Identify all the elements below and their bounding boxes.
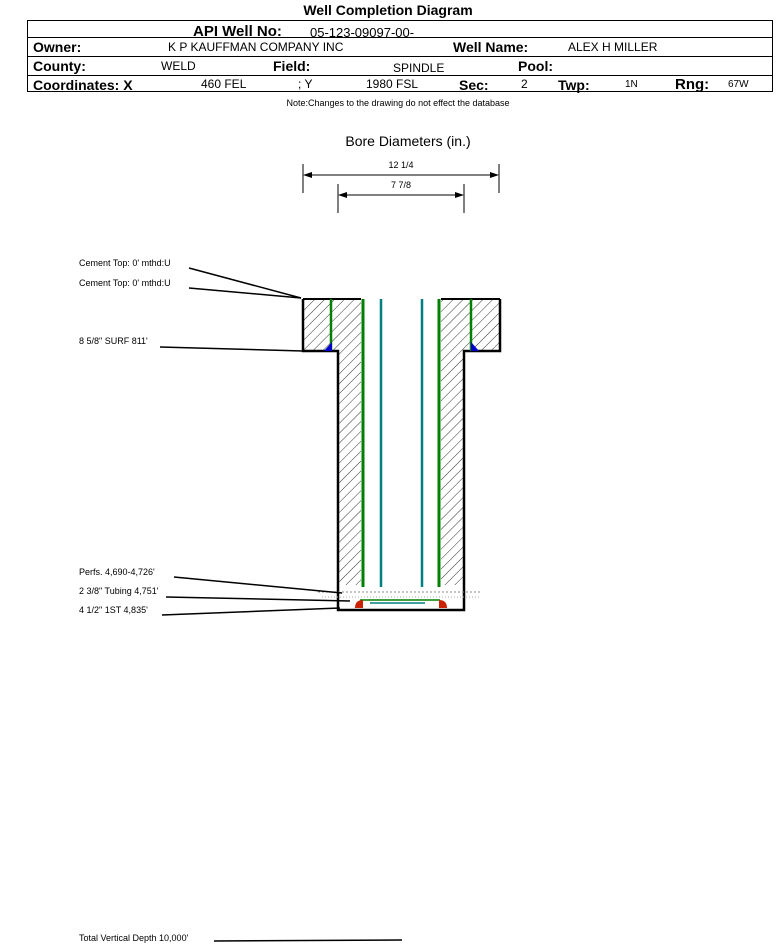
surface-casing-label: 8 5/8" SURF 811' [79,336,148,346]
sec-value: 2 [521,77,528,91]
leader-line [188,267,302,299]
outer-bore-label: 12 1/4 [388,160,413,170]
sec-label: Sec: [459,77,489,93]
coord-y-value: 1980 FSL [366,77,419,91]
pool-label: Pool: [518,58,553,74]
production-shoe-left [355,600,363,608]
cement-left [303,299,361,585]
coordinates-label: Coordinates: X [33,77,133,93]
perforation-zone [318,591,482,604]
coord-x-value: 460 FEL [201,77,247,91]
inner-bore-label: 7 7/8 [391,180,411,190]
outer-bore-dimension [302,164,500,193]
leader-line [161,607,341,616]
cement-top-label-1: Cement Top: 0' mthd:U [79,258,171,268]
field-value: SPINDLE [393,61,445,75]
inner-bore-dimension [337,184,465,213]
well-name-label: Well Name: [453,39,529,55]
database-note: Note:Changes to the drawing do not effec… [286,98,510,108]
header-divider [28,56,772,57]
api-value: 05-123-09097-00- [310,25,415,40]
owner-value: K P KAUFFMAN COMPANY INC [168,40,344,54]
production-shoe-right [439,600,447,608]
well-name-value: ALEX H MILLER [568,40,658,54]
leader-line [165,596,351,602]
tubing-label: 2 3/8" Tubing 4,751' [79,586,159,596]
coord-y-label: ; Y [298,77,313,91]
surface-shoe-left [324,342,332,351]
twp-value: 1N [625,79,638,90]
county-label: County: [33,58,86,74]
cement-right [441,299,500,585]
total-depth-label: Total Vertical Depth 10,000' [79,933,189,943]
twp-label: Twp: [558,77,590,93]
leader-line [213,939,403,942]
wellbore-outline [301,299,502,612]
owner-label: Owner: [33,39,82,55]
page-title: Well Completion Diagram [303,2,473,18]
header-divider [28,75,772,76]
leader-line [159,346,304,352]
perforations-label: Perfs. 4,690-4,726' [79,567,155,577]
production-casing-label: 4 1/2" 1ST 4,835' [79,605,148,615]
leader-line [188,287,302,299]
rng-label: Rng: [675,76,710,93]
bore-diameters-title: Bore Diameters (in.) [345,133,470,149]
surface-shoe-right [471,342,479,351]
field-label: Field: [273,58,311,74]
header-divider [28,37,772,38]
well-header-table: API Well No: 05-123-09097-00- Owner: K P… [27,20,773,93]
leader-line [173,576,343,594]
rng-value: 67W [728,79,749,90]
county-value: WELD [161,59,196,73]
api-label: API Well No: [193,23,282,40]
cement-top-label-2: Cement Top: 0' mthd:U [79,278,171,288]
